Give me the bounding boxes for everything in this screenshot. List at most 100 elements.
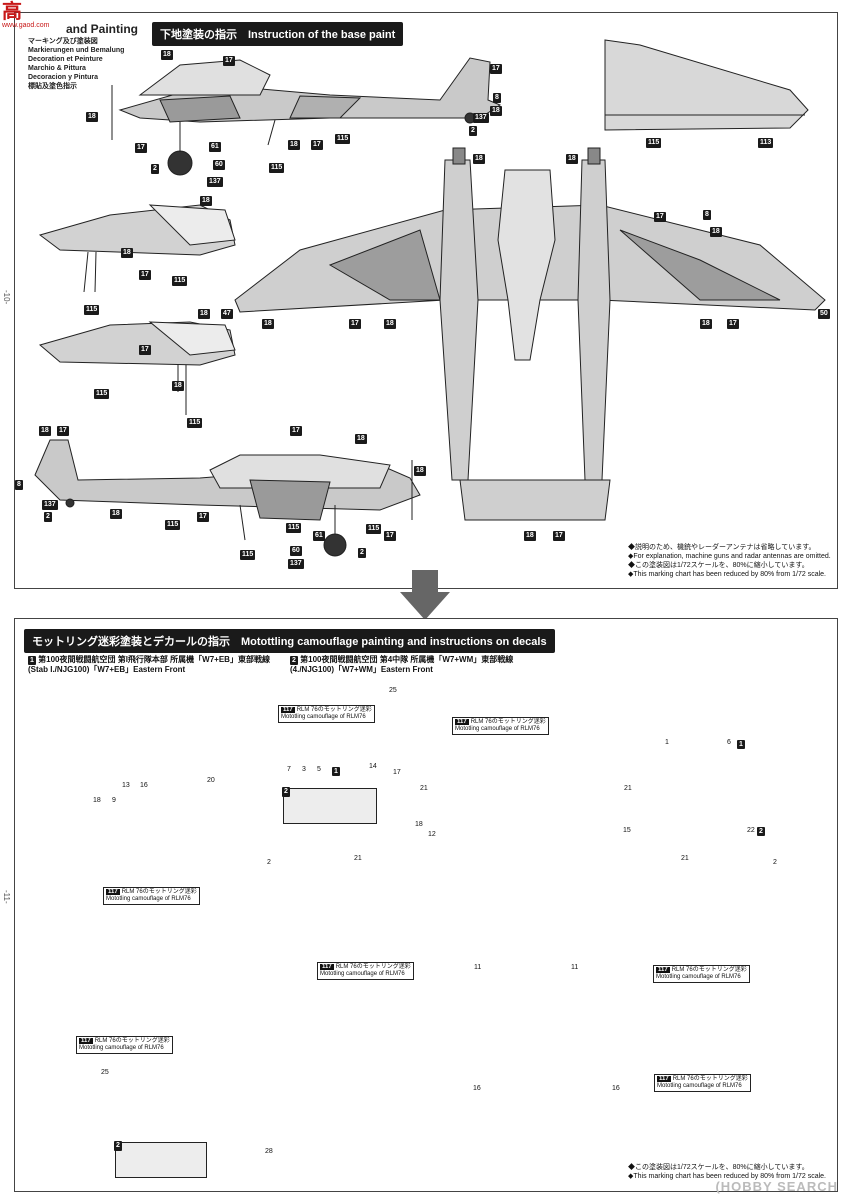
marking-1-jp: 第100夜間戦闘航空団 第I飛行隊本部 所属機「W7+EB」東部戦線 bbox=[38, 655, 270, 664]
color-tag: 137 bbox=[42, 500, 58, 510]
marking-1-decal-tag-box: 1 bbox=[332, 760, 340, 778]
callout-number: 117 bbox=[455, 719, 469, 725]
decal-number: 12 bbox=[428, 831, 436, 838]
color-tag: 60 bbox=[213, 160, 225, 170]
page-number-top: -10- bbox=[2, 290, 11, 305]
decal-number: 13 bbox=[122, 782, 130, 789]
decal-number: 14 bbox=[369, 763, 377, 770]
decal-number: 3 bbox=[302, 766, 306, 773]
down-arrow-icon bbox=[400, 570, 450, 620]
color-tag: 2 bbox=[358, 548, 366, 558]
decal-number: 17 bbox=[393, 769, 401, 776]
marking-1: 1 第100夜間戦闘航空団 第I飛行隊本部 所属機「W7+EB」東部戦線 (St… bbox=[28, 655, 288, 675]
color-tag: 115 bbox=[94, 389, 110, 399]
wing-detail-top bbox=[604, 39, 809, 131]
page-number-bottom: -11- bbox=[2, 890, 11, 904]
lang-es: Decoracion y Pintura bbox=[28, 74, 99, 81]
callout-number: 117 bbox=[320, 964, 334, 970]
color-tag: 61 bbox=[313, 531, 325, 541]
marking-2-decal-box: 2 bbox=[282, 787, 377, 824]
color-tag: 2 bbox=[151, 164, 159, 174]
callout-number: 117 bbox=[106, 889, 120, 895]
color-tag: 18 bbox=[110, 509, 122, 519]
callout-en: Mototling camouflage of RLM76 bbox=[656, 974, 741, 980]
color-tag: 17 bbox=[553, 531, 565, 541]
color-tag: 113 bbox=[758, 138, 774, 148]
color-tag: 115 bbox=[172, 276, 188, 286]
color-tag: 115 bbox=[165, 520, 181, 530]
mottling-header: モットリング迷彩塗装とデカールの指示 Motottling camouflage… bbox=[24, 629, 555, 653]
note-line: ◆This marking chart has been reduced by … bbox=[628, 571, 826, 578]
color-tag: 18 bbox=[198, 309, 210, 319]
base-paint-notes: ◆説明のため、機銃やレーダーアンテナは省略しています。 ◆For explana… bbox=[628, 543, 833, 579]
marking-2-number: 2 bbox=[290, 656, 298, 665]
color-tag: 18 bbox=[200, 196, 212, 206]
color-tag: 17 bbox=[197, 512, 209, 522]
marking-1-decal-tag: 1 bbox=[332, 767, 340, 776]
side-view-bottom bbox=[34, 439, 421, 557]
callout-jp: RLM 76のモットリング迷彩 bbox=[296, 707, 372, 713]
callout-jp: RLM 76のモットリング迷彩 bbox=[121, 889, 197, 895]
color-tag: 17 bbox=[384, 531, 396, 541]
color-tag: 50 bbox=[818, 309, 830, 319]
page-title: and Painting bbox=[66, 22, 138, 36]
color-tag: 137 bbox=[473, 113, 489, 123]
mottling-panel bbox=[14, 618, 838, 1192]
note-line: ◆This marking chart has been reduced by … bbox=[628, 1173, 826, 1180]
color-tag: 115 bbox=[187, 418, 203, 428]
color-tag: 137 bbox=[288, 559, 304, 569]
decal-number: 16 bbox=[140, 782, 148, 789]
decal-number: 25 bbox=[389, 687, 397, 694]
color-tag: 18 bbox=[700, 319, 712, 329]
note-line: ◆For explanation, machine guns and radar… bbox=[628, 553, 831, 560]
color-tag: 17 bbox=[490, 64, 502, 74]
side-view-top bbox=[111, 57, 502, 176]
note-line: ◆説明のため、機銃やレーダーアンテナは省略しています。 bbox=[628, 544, 816, 551]
color-tag: 17 bbox=[57, 426, 69, 436]
decal-number: 20 bbox=[207, 777, 215, 784]
lang-zh: 標貼及塗色指示 bbox=[28, 83, 77, 90]
color-tag: 18 bbox=[39, 426, 51, 436]
callout-en: Mototling camouflage of RLM76 bbox=[455, 726, 540, 732]
watermark: (HOBBY SEARCH bbox=[715, 1179, 838, 1194]
decal-number: 15 bbox=[623, 827, 631, 834]
color-tag: 18 bbox=[161, 50, 173, 60]
marking-2-tag: 2 bbox=[757, 827, 765, 836]
color-tag: 17 bbox=[290, 426, 302, 436]
marking-1-tag: 1 bbox=[737, 740, 745, 749]
color-tag: 8 bbox=[703, 210, 711, 220]
lang-de: Markierungen und Bemalung bbox=[28, 47, 125, 54]
decal-number: 25 bbox=[101, 1069, 109, 1076]
lang-it: Marchio & Pittura bbox=[28, 65, 86, 72]
callout-jp: RLM 76のモットリング迷彩 bbox=[470, 719, 546, 725]
decal-number: 6 bbox=[727, 739, 731, 746]
decal-number: 18 bbox=[93, 797, 101, 804]
decal-number: 21 bbox=[681, 855, 689, 862]
marking-2-tag-right: 2 bbox=[757, 820, 765, 838]
marking-2: 2 第100夜間戦闘航空団 第4中隊 所属機「W7+WM」東部戦線 (4./NJ… bbox=[290, 655, 570, 675]
decal-number: 21 bbox=[420, 785, 428, 792]
decal-number: 11 bbox=[571, 964, 579, 971]
color-tag: 18 bbox=[355, 434, 367, 444]
decal-number: 28 bbox=[265, 1148, 273, 1155]
decal-number: 5 bbox=[317, 766, 321, 773]
color-tag: 137 bbox=[207, 177, 223, 187]
decal-number: 2 bbox=[267, 859, 271, 866]
marking-2-decal-box-lower: 2 bbox=[114, 1141, 207, 1178]
color-tag: 18 bbox=[384, 319, 396, 329]
color-tag: 18 bbox=[524, 531, 536, 541]
plan-view-top bbox=[234, 147, 826, 521]
callout-en: Mototling camouflage of RLM76 bbox=[320, 971, 405, 977]
marking-1-en: (Stab I./NJG100)「W7+EB」Eastern Front bbox=[28, 665, 186, 674]
decal-number: 7 bbox=[287, 766, 291, 773]
color-tag: 2 bbox=[44, 512, 52, 522]
site-logo-text: 高 bbox=[2, 1, 22, 23]
color-tag: 47 bbox=[221, 309, 233, 319]
callout-jp: RLM 76のモットリング迷彩 bbox=[672, 1076, 748, 1082]
callout-number: 117 bbox=[79, 1038, 93, 1044]
marking-2-decal-tag: 2 bbox=[282, 787, 290, 797]
decal-number: 22 bbox=[747, 827, 755, 834]
